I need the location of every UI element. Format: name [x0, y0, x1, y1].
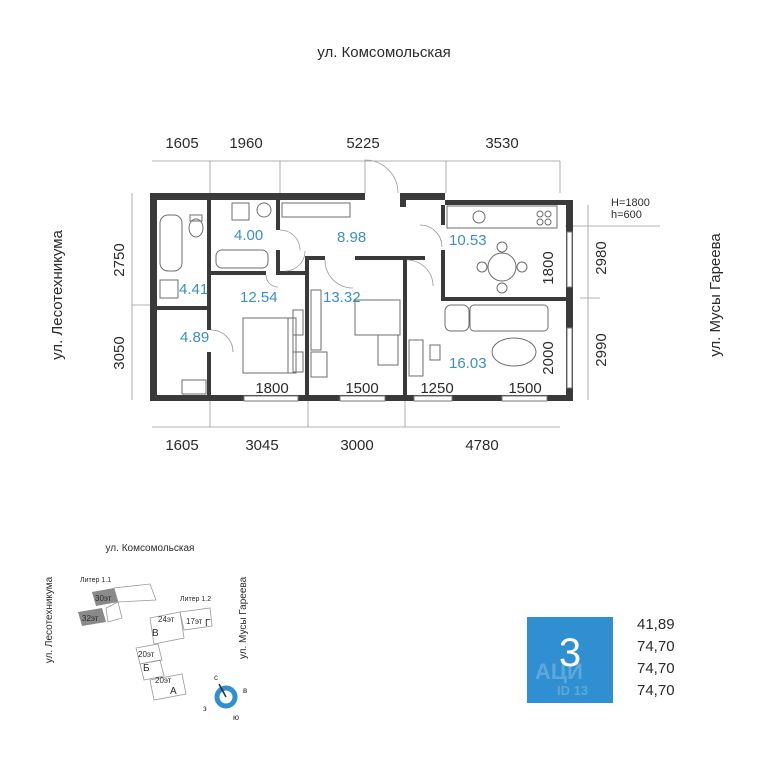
dim-window-living-1: 1250: [420, 380, 453, 397]
dim-top-1: 1605: [165, 135, 198, 152]
dim-window-living-2: 1500: [508, 380, 541, 397]
room-area-wardrobe: 4.89: [180, 329, 209, 346]
site-liter-1: Литер 1.1: [80, 577, 111, 584]
dim-window-study: 1500: [345, 380, 378, 397]
dim-right-2: 2990: [593, 333, 610, 366]
room-count-badge: АЦИ ID 13 3: [527, 617, 613, 703]
floor-label-1: 30эт: [95, 594, 112, 603]
dim-right-1: 2980: [593, 241, 610, 274]
site-street-east: ул. Мусы Гареева: [238, 576, 249, 659]
section-g: Г: [205, 618, 211, 629]
area-total-2: 74,70: [637, 660, 675, 677]
window-sill-note: h=600: [611, 209, 642, 221]
window-height-note: H=1800: [611, 197, 650, 209]
compass-south: ю: [233, 713, 239, 722]
room-area-hall: 8.98: [337, 229, 366, 246]
floor-label-4: 17эт: [186, 617, 203, 626]
area-list: 41,89 74,70 74,70 74,70: [637, 614, 717, 702]
dim-top-3: 5225: [346, 135, 379, 152]
interior-walls: [157, 200, 566, 397]
furniture: [159, 202, 558, 395]
room-area-living: 16.03: [449, 355, 487, 372]
site-plan: ул. Комсомольская ул. Лесотехникума ул. …: [44, 543, 249, 722]
dim-bottom-2: 3045: [245, 437, 278, 454]
dim-bottom-4: 4780: [465, 437, 498, 454]
building-liter-1-tower-a: [92, 588, 118, 606]
compass-north: с: [214, 673, 218, 682]
dim-bottom-1: 1605: [165, 437, 198, 454]
compass-needle: [218, 683, 227, 698]
room-area-kitchen: 10.53: [449, 232, 487, 249]
compass-ring: [214, 685, 238, 709]
section-v: В: [152, 628, 159, 639]
floor-label-5: 20эт: [138, 650, 155, 659]
street-north-label: ул. Комсомольская: [317, 44, 450, 61]
room-area-bathroom: 4.41: [179, 281, 208, 298]
badge-watermark: АЦИ: [535, 659, 583, 684]
area-living: 41,89: [637, 616, 675, 633]
room-area-study: 13.32: [323, 289, 361, 306]
floor-label-3: 24эт: [158, 615, 175, 624]
site-street-west: ул. Лесотехникума: [44, 576, 55, 663]
dimension-lines: [131, 160, 660, 428]
compass-east: в: [243, 686, 247, 695]
site-liter-2: Литер 1.2: [180, 596, 211, 603]
dim-window-kitchen-vertical: 1800: [540, 251, 557, 284]
street-east-label: ул. Мусы Гареева: [707, 233, 724, 357]
floor-label-6: 20эт: [155, 676, 172, 685]
section-a: А: [170, 686, 177, 697]
floor-label-2: 32эт: [82, 614, 99, 623]
dim-left-2: 3050: [111, 336, 128, 369]
doors: [210, 159, 443, 353]
badge-id: ID 13: [557, 683, 589, 698]
building-liter-1-tower-b: [78, 608, 106, 626]
section-b: Б: [143, 663, 150, 674]
dim-window-living-vertical: 2000: [540, 341, 557, 374]
compass-west: з: [203, 704, 207, 713]
site-street-north: ул. Комсомольская: [106, 543, 195, 554]
room-count: 3: [558, 631, 582, 675]
room-area-bedroom: 12.54: [240, 289, 278, 306]
street-west-label: ул. Лесотехникума: [49, 229, 66, 359]
dim-top-4: 3530: [485, 135, 518, 152]
dim-bottom-3: 3000: [340, 437, 373, 454]
room-area-toilet: 4.00: [234, 227, 263, 244]
dim-window-bedroom: 1800: [255, 380, 288, 397]
windows: [243, 231, 573, 402]
dim-top-2: 1960: [229, 135, 262, 152]
area-total-1: 74,70: [637, 638, 675, 655]
dim-left-1: 2750: [111, 243, 128, 276]
area-total-3: 74,70: [637, 682, 675, 699]
